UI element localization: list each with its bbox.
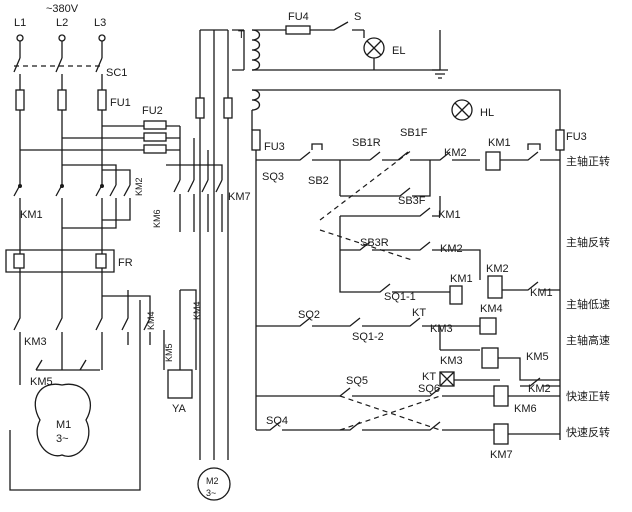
power-circuit: L1 L2 L3 ~380V SC1 FU1 FU2 KM1 KM2: [5, 3, 251, 501]
function-label-2: 主轴反转: [566, 235, 610, 249]
label-sq3: SQ3: [262, 171, 284, 183]
label-kt: KT: [412, 307, 426, 319]
label-el: EL: [392, 45, 405, 57]
label-fu2: FU2: [142, 105, 163, 117]
label-sc1: SC1: [106, 67, 127, 79]
label-fr: FR: [118, 257, 133, 269]
label-sq2: SQ2: [298, 309, 320, 321]
label-sq5: SQ5: [346, 375, 368, 387]
label-fu4: FU4: [288, 11, 309, 23]
fuse-fu1-a: [15, 89, 25, 111]
label-km3-ctrl: KM3: [430, 323, 453, 335]
label-km5-ya: KM5: [164, 343, 174, 362]
label-sq1-2: SQ1-2: [352, 331, 384, 343]
label-s: S: [354, 11, 361, 23]
label-fu3-right: FU3: [566, 131, 587, 143]
label-sq6: SQ6: [418, 383, 440, 395]
label-ya: YA: [172, 403, 187, 415]
label-km2-ctrl: KM2: [444, 147, 467, 159]
label-km2-kt: KM2: [528, 383, 551, 395]
fuse-fu3-right: [555, 129, 565, 151]
label-km2-power: KM2: [134, 177, 144, 196]
motor-m2: [197, 467, 231, 501]
function-label-1: 主轴正转: [566, 154, 610, 168]
label-fu1: FU1: [110, 97, 131, 109]
label-km4-coil: KM4: [480, 303, 503, 315]
label-sb3f: SB3F: [398, 195, 426, 207]
coil-km6: [493, 385, 509, 407]
control-circuit: FU3 FU3 SQ3 SB2 SB1R SB1F KM2 KM1 主轴正转 S…: [251, 127, 610, 461]
label-km1-low-contact: KM1: [530, 287, 553, 299]
label-l2: L2: [56, 17, 68, 29]
label-km7-power: KM7: [228, 191, 251, 203]
label-km2-coil: KM2: [486, 263, 509, 275]
label-m1: M1: [56, 419, 71, 431]
label-km6-coil: KM6: [514, 403, 537, 415]
label-sb2: SB2: [308, 175, 329, 187]
label-sq4: SQ4: [266, 415, 288, 427]
fuse-fu1-c: [97, 89, 107, 111]
function-label-6: 快速反转: [566, 425, 610, 439]
fuse-fu3-left: [251, 129, 261, 151]
label-km4-ya: KM4: [192, 301, 202, 320]
label-km6-power: KM6: [152, 209, 162, 228]
function-label-4: 主轴高速: [566, 333, 610, 347]
fuse-fu2-c: [143, 144, 167, 154]
label-hl: HL: [480, 107, 494, 119]
label-km3-power: KM3: [24, 336, 47, 348]
fuse-fu2-b: [143, 132, 167, 142]
label-km7-coil: KM7: [490, 449, 513, 461]
label-km1-hold: KM1: [438, 209, 461, 221]
label-l1: L1: [14, 17, 26, 29]
coil-km1: [485, 151, 501, 171]
solenoid-ya: [167, 369, 193, 399]
label-km1-power: KM1: [20, 209, 43, 221]
coil-km4: [479, 317, 497, 335]
function-label-5: 快速正转: [566, 389, 610, 403]
coil-km7: [493, 423, 509, 445]
label-km5-ctrl: KM5: [526, 351, 549, 363]
label-m2: M2: [206, 476, 219, 486]
label-t: T: [238, 29, 245, 41]
label-km2-hold: KM2: [440, 243, 463, 255]
label-fu3-left: FU3: [264, 141, 285, 153]
label-km4-power: KM4: [146, 311, 156, 330]
terminal-l2: [58, 34, 66, 42]
fuse-fu4: [285, 25, 311, 35]
label-sb1r: SB1R: [352, 137, 381, 149]
label-m1-phase: 3~: [56, 433, 69, 445]
label-voltage: ~380V: [46, 3, 79, 15]
fuse-fu1-b: [57, 89, 67, 111]
label-kt-coil: KT: [422, 371, 436, 383]
terminal-l3: [98, 34, 106, 42]
label-km1-low: KM1: [450, 273, 473, 285]
label-sb1f: SB1F: [400, 127, 428, 139]
coil-km2: [487, 275, 503, 299]
label-sq1-1: SQ1-1: [384, 291, 416, 303]
label-l3: L3: [94, 17, 106, 29]
label-km5-power: KM5: [30, 376, 53, 388]
coil-km5: [481, 347, 499, 369]
label-km1-coil: KM1: [488, 137, 511, 149]
function-label-3: 主轴低速: [566, 297, 610, 311]
transformer-section: T FU4 S EL HL: [232, 11, 561, 130]
label-km3-hold: KM3: [440, 355, 463, 367]
coil-km1-low: [449, 285, 463, 305]
fuse-fu2-a: [143, 120, 167, 130]
terminal-l1: [16, 34, 24, 42]
label-m2-phase: 3~: [206, 488, 216, 498]
